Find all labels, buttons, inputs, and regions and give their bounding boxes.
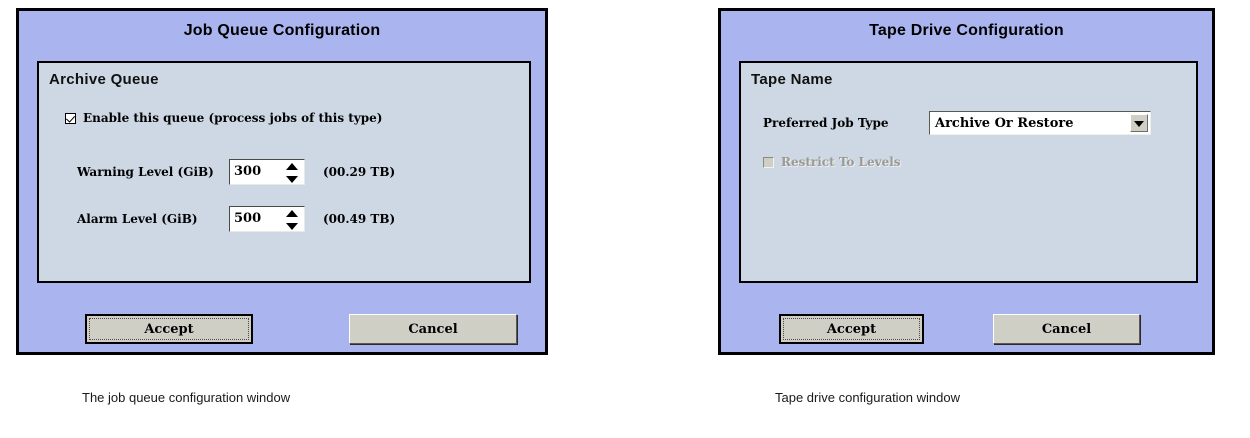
tape-name-group-panel: Tape Name Preferred Job Type Archive Or … xyxy=(739,61,1198,283)
restrict-to-levels-label: Restrict To Levels xyxy=(781,155,901,169)
preferred-job-type-label: Preferred Job Type xyxy=(763,116,889,130)
alarm-level-value[interactable]: 500 xyxy=(234,211,262,226)
job-queue-configuration-window: Job Queue Configuration Archive Queue En… xyxy=(16,8,548,355)
preferred-job-type-select[interactable]: Archive Or Restore xyxy=(929,111,1151,135)
warning-level-value[interactable]: 300 xyxy=(234,164,262,179)
spinner-up-arrow-icon[interactable] xyxy=(286,163,298,170)
enable-queue-checkbox-row[interactable]: Enable this queue (process jobs of this … xyxy=(65,111,382,125)
page-title: Tape Drive Configuration xyxy=(869,22,1064,39)
restrict-to-levels-checkbox-row: Restrict To Levels xyxy=(763,155,901,169)
accept-button-label: Accept xyxy=(826,321,877,337)
spinner-up-arrow-icon[interactable] xyxy=(286,210,298,217)
preferred-job-type-row: Preferred Job Type Archive Or Restore xyxy=(763,111,1151,135)
accept-button[interactable]: Accept xyxy=(779,314,924,344)
chevron-down-icon[interactable] xyxy=(1130,114,1148,132)
group-label-archive-queue: Archive Queue xyxy=(49,71,159,88)
enable-queue-label: Enable this queue (process jobs of this … xyxy=(83,111,383,125)
alarm-level-spinner[interactable]: 500 xyxy=(229,206,305,232)
archive-queue-group-panel: Archive Queue Enable this queue (process… xyxy=(37,61,531,283)
tape-drive-configuration-window: Tape Drive Configuration Tape Name Prefe… xyxy=(718,8,1215,355)
page-title: Job Queue Configuration xyxy=(183,22,381,39)
warning-level-row: Warning Level (GiB) 300 (00.29 TB) xyxy=(77,159,395,185)
cancel-button[interactable]: Cancel xyxy=(349,314,517,344)
spinner-down-arrow-icon[interactable] xyxy=(286,223,298,230)
warning-level-spinner[interactable]: 300 xyxy=(229,159,305,185)
accept-button-label: Accept xyxy=(144,321,194,337)
preferred-job-type-value: Archive Or Restore xyxy=(935,115,1074,131)
warning-level-stepper[interactable] xyxy=(286,163,298,183)
alarm-level-row: Alarm Level (GiB) 500 (00.49 TB) xyxy=(77,206,395,232)
caption-tape-drive-window: Tape drive configuration window xyxy=(775,390,960,405)
checkbox-icon-restrict-to-levels xyxy=(763,156,774,168)
checkbox-icon-enable-queue[interactable] xyxy=(65,112,76,124)
accept-button[interactable]: Accept xyxy=(85,314,253,344)
cancel-button-label: Cancel xyxy=(408,321,458,337)
warning-level-converted-value: (00.29 TB) xyxy=(323,165,396,179)
alarm-level-label: Alarm Level (GiB) xyxy=(77,212,198,226)
cancel-button-label: Cancel xyxy=(1041,321,1092,337)
spinner-down-arrow-icon[interactable] xyxy=(286,176,298,183)
caption-job-queue-window: The job queue configuration window xyxy=(82,390,291,405)
group-label-tape-name: Tape Name xyxy=(751,71,833,88)
cancel-button[interactable]: Cancel xyxy=(993,314,1140,344)
warning-level-label: Warning Level (GiB) xyxy=(77,165,214,179)
alarm-level-stepper[interactable] xyxy=(286,210,298,230)
alarm-level-converted-value: (00.49 TB) xyxy=(323,212,396,226)
